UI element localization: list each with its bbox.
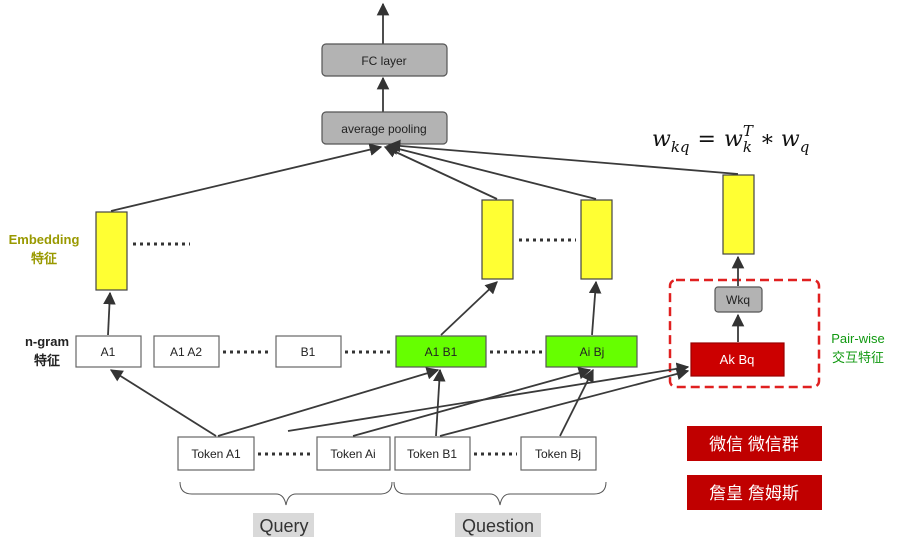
wkq-label: Wkq	[726, 293, 750, 307]
token-ai-to-ngram-aibj-arrow	[352, 366, 592, 437]
query-brace	[179, 481, 393, 506]
pairwise-label: Pair-wise	[831, 331, 884, 346]
average-pooling-label: average pooling	[341, 122, 426, 136]
token-a1-to-ngram-a1b1-arrow	[217, 367, 440, 437]
question-brace	[393, 481, 607, 506]
query-label: Query	[259, 516, 308, 536]
ngram-node-label: B1	[301, 345, 316, 359]
ngram-aibj-to-emb-arrow	[588, 280, 602, 336]
token-label: Token B1	[407, 447, 457, 461]
embedding-bar-a1	[95, 211, 128, 291]
watermark-text-2: 詹皇 詹姆斯	[709, 484, 799, 503]
token-ai-to-akbq-arrow	[287, 362, 690, 432]
ngram-node-a1: A1	[75, 335, 142, 368]
average-pooling-node: average pooling	[321, 111, 448, 145]
token-label: Token A1	[191, 447, 241, 461]
emb-a1b1-to-pool-arrow	[383, 146, 498, 200]
embedding-bar-a1b1	[481, 199, 514, 280]
ngram-node-label: A1	[101, 345, 116, 359]
query-label-bg	[253, 513, 314, 537]
fc-layer-label: FC layer	[361, 54, 406, 68]
token-label: Token Ai	[330, 447, 375, 461]
ngram-node-label: A1 B1	[425, 345, 458, 359]
embedding-label-cn: 特征	[31, 251, 57, 266]
ngram-node-b1: B1	[275, 335, 342, 368]
ngram-label: n-gram	[25, 334, 69, 349]
pairwise-label-cn: 交互特征	[832, 350, 884, 365]
wkq-node: Wkq	[714, 286, 763, 313]
fc-layer-node: FC layer	[321, 43, 448, 77]
token-bj-to-ngram-aibj-arrow	[559, 368, 594, 437]
watermark-text-1: 微信 微信群	[709, 435, 799, 454]
token-label: Token Bj	[535, 447, 581, 461]
token-b1-to-akbq-arrow	[439, 367, 690, 437]
emb-aibj-to-pool-arrow	[385, 142, 597, 200]
akbq-label: Ak Bq	[720, 352, 755, 367]
token-a1: Token A1	[177, 436, 255, 471]
token-b1-to-ngram-a1b1-arrow	[433, 368, 446, 437]
ngram-node-a1a2: A1 A2	[153, 335, 220, 368]
token-b1: Token B1	[394, 436, 471, 471]
token-a1-to-ngram-a1-arrow	[109, 369, 217, 437]
watermark-box-1	[687, 426, 822, 461]
ngram-node-label: A1 A2	[170, 345, 202, 359]
watermark-box-2	[687, 475, 822, 510]
ngram-node-aibj: Ai Bj	[545, 335, 638, 368]
question-label-bg	[455, 513, 541, 537]
ngram-label-cn: 特征	[34, 353, 60, 368]
embedding-label: Embedding	[9, 232, 80, 247]
emb-a1-to-pool-arrow	[110, 143, 383, 212]
question-label: Question	[462, 516, 534, 536]
ngram-a1-to-emb-arrow	[103, 291, 116, 336]
akbq-node: Ak Bq	[690, 342, 785, 377]
embedding-bar-pairwise	[722, 174, 755, 255]
ngram-a1b1-to-emb-arrow	[440, 281, 498, 336]
token-ai: Token Ai	[316, 436, 391, 471]
token-bj: Token Bj	[520, 436, 597, 471]
ngram-node-a1b1: A1 B1	[395, 335, 487, 368]
embedding-bar-aibj	[580, 199, 613, 280]
ngram-node-label: Ai Bj	[580, 345, 605, 359]
emb-pair-to-pool-arrow	[387, 139, 739, 175]
